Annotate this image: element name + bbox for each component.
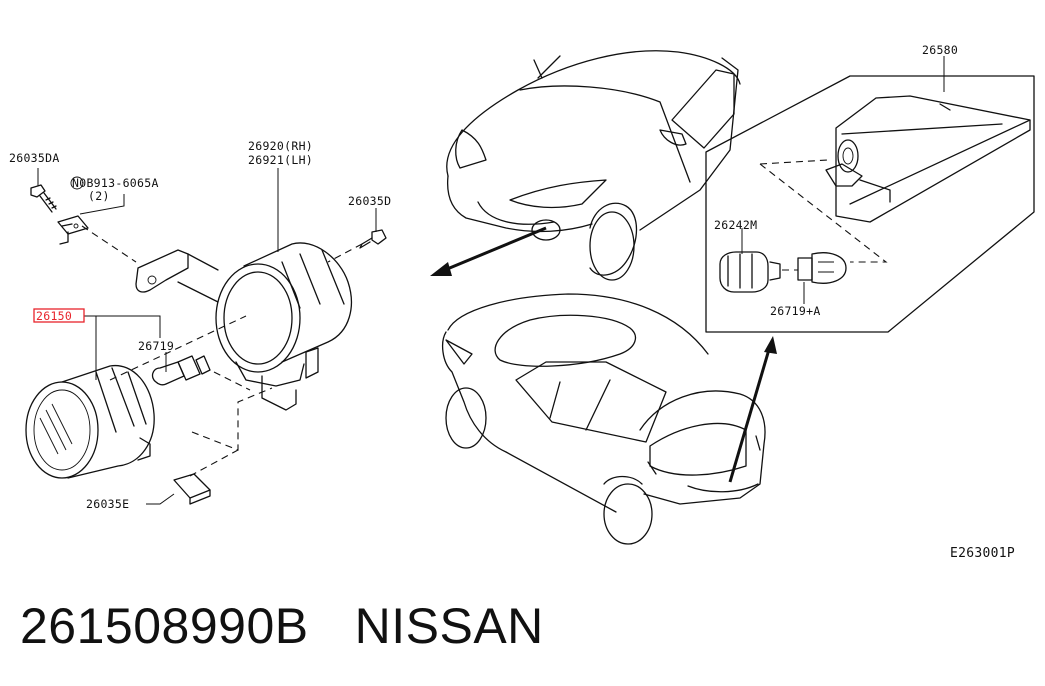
arrow-to-fog-lamp: [430, 226, 547, 276]
clip-drawing: [57, 215, 89, 245]
label-26035E: 26035E: [86, 497, 129, 511]
mounting-bracket-drawing: [135, 249, 219, 303]
leader-lines-right: [741, 56, 945, 304]
label-26580: 26580: [922, 43, 958, 57]
license-lamp-detail-frame: [705, 75, 1035, 333]
fog-lamp-26150-drawing: [25, 364, 155, 479]
label-26719A: 26719+A: [770, 304, 821, 318]
vehicle-front-view-drawing: [446, 50, 741, 281]
reference-code: E263001P: [950, 546, 1015, 561]
label-26920-rh: 26920(RH): [248, 139, 313, 153]
highlight-box-26150: [33, 308, 85, 323]
label-08913-qty: (2): [88, 189, 110, 203]
caption-line: 261508990B NISSAN: [20, 597, 544, 655]
label-26150: 26150: [36, 309, 72, 323]
bulb-26719A-drawing: [797, 252, 847, 284]
license-lamp-26580-drawing: [825, 95, 1031, 223]
leader-lines-left: [37, 168, 377, 505]
label-26035D: 26035D: [348, 194, 391, 208]
brand-name: NISSAN: [354, 598, 544, 654]
arrow-to-license-lamp: [728, 336, 777, 483]
assembly-lines-right: [759, 159, 888, 271]
screw-26035DA-drawing: [30, 184, 57, 213]
bulb-26719-drawing: [151, 355, 211, 386]
socket-26242M-drawing: [719, 251, 781, 293]
vehicle-rear-view-drawing: [441, 293, 766, 545]
nut-symbol-icon: [70, 176, 84, 190]
label-26719: 26719: [138, 339, 174, 353]
screw-26035D-drawing: [359, 229, 387, 249]
label-26242M: 26242M: [714, 218, 757, 232]
part-number: 261508990B: [20, 598, 309, 654]
clip-26035E-drawing: [173, 473, 211, 505]
assembly-lines-left: [81, 225, 363, 477]
label-08913-6065A: N0B913-6065A: [72, 176, 159, 190]
label-26921-lh: 26921(LH): [248, 153, 313, 167]
fog-lamp-housing-drawing: [215, 242, 352, 411]
label-26035DA: 26035DA: [9, 151, 60, 165]
